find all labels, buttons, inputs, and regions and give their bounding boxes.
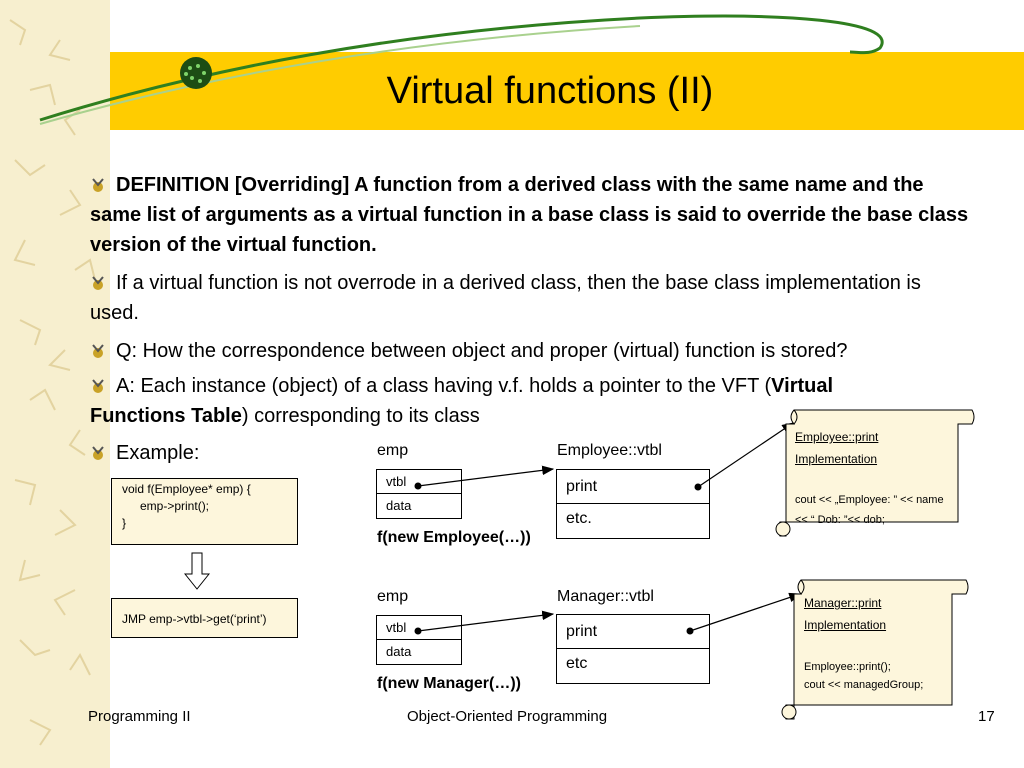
green-ball-icon xyxy=(180,57,212,89)
field-label: vtbl xyxy=(386,620,407,635)
scroll-code: cout << managedGroup; xyxy=(804,679,924,691)
page-number: 17 xyxy=(978,708,995,725)
down-arrow-icon xyxy=(184,552,210,590)
print-pointer-arrow xyxy=(697,422,794,488)
employee-implementation-scroll xyxy=(775,409,975,537)
row-label: etc. xyxy=(566,510,592,527)
footer-course: Programming II xyxy=(88,708,191,725)
slide-title: Virtual functions (II) xyxy=(386,70,714,112)
vtbl-pointer-arrow xyxy=(417,610,555,632)
definition-text: DEFINITION [Overriding] A function from … xyxy=(90,174,969,256)
row-label: etc xyxy=(566,655,588,672)
bullet-text: Q: How the correspondence between object… xyxy=(116,340,848,362)
bullet-definition: DEFINITION [Overriding] A function from … xyxy=(90,170,980,260)
bullet-icon xyxy=(92,178,104,192)
manager-vtbl-label: Manager::vtbl xyxy=(557,588,654,605)
bullet-text: used. xyxy=(90,302,139,324)
bullet-example: Example: xyxy=(90,438,199,468)
employee-call-label: f(new Employee(…)) xyxy=(377,529,531,546)
code-line: void f(Employee* emp) { xyxy=(122,482,251,496)
bullet-not-overrode: If a virtual function is not overrode in… xyxy=(90,268,980,328)
scroll-title: Implementation xyxy=(804,618,887,632)
scroll-title: Employee::print xyxy=(795,430,879,444)
field-label: vtbl xyxy=(386,474,407,489)
emp-label: emp xyxy=(377,588,409,605)
vtbl-pointer-arrow xyxy=(417,465,555,487)
bullet-bold-text: Virtual xyxy=(771,375,834,397)
scroll-title: Implementation xyxy=(795,452,878,466)
jmp-code: JMP emp->vtbl->get(‘print’) xyxy=(122,612,267,626)
left-decorative-strip xyxy=(0,0,110,768)
jmp-box: JMP emp->vtbl->get(‘print’) xyxy=(111,598,298,638)
scroll-title: Manager::print xyxy=(804,596,882,610)
bullet-icon xyxy=(92,379,104,393)
bullet-text: Example: xyxy=(116,442,200,464)
footer-subject: Object-Oriented Programming xyxy=(407,708,608,725)
bullet-text: A: Each instance (object) of a class hav… xyxy=(116,375,772,397)
row-label: print xyxy=(566,478,598,495)
bullet-icon xyxy=(92,276,104,290)
bullet-text: If a virtual function is not overrode in… xyxy=(116,272,921,294)
decorative-swoosh xyxy=(39,14,884,125)
strip-pattern xyxy=(9,19,96,746)
manager-vtbl-etc-row: etc xyxy=(556,648,710,684)
bullet-answer: A: Each instance (object) of a class hav… xyxy=(90,371,890,431)
bullet-icon xyxy=(92,344,104,358)
bullet-icon xyxy=(92,446,104,460)
bullet-bold-text: Functions Table xyxy=(90,405,242,427)
manager-call-label: f(new Manager(…)) xyxy=(377,675,521,692)
scroll-code: cout << „Employee: ” << name xyxy=(795,494,944,506)
code-box: void f(Employee* emp) { emp->print(); } xyxy=(111,478,298,545)
manager-implementation-scroll xyxy=(781,579,969,720)
emp-data-field: data xyxy=(376,493,462,519)
scroll-code: << “ Dob: ”<< dob; xyxy=(795,514,885,526)
scroll-code: Employee::print(); xyxy=(804,661,891,673)
field-label: data xyxy=(386,644,412,659)
employee-vtbl-etc-row: etc. xyxy=(556,503,710,539)
print-pointer-arrow xyxy=(689,592,802,632)
code-line: } xyxy=(122,516,127,530)
emp-label: emp xyxy=(377,442,409,459)
field-label: data xyxy=(386,498,412,513)
bullet-text: ) corresponding to its class xyxy=(241,405,480,427)
code-line: emp->print(); xyxy=(140,499,210,513)
bullet-question: Q: How the correspondence between object… xyxy=(90,336,980,366)
mgr-data-field: data xyxy=(376,639,462,665)
row-label: print xyxy=(566,623,598,640)
employee-vtbl-label: Employee::vtbl xyxy=(557,442,662,459)
